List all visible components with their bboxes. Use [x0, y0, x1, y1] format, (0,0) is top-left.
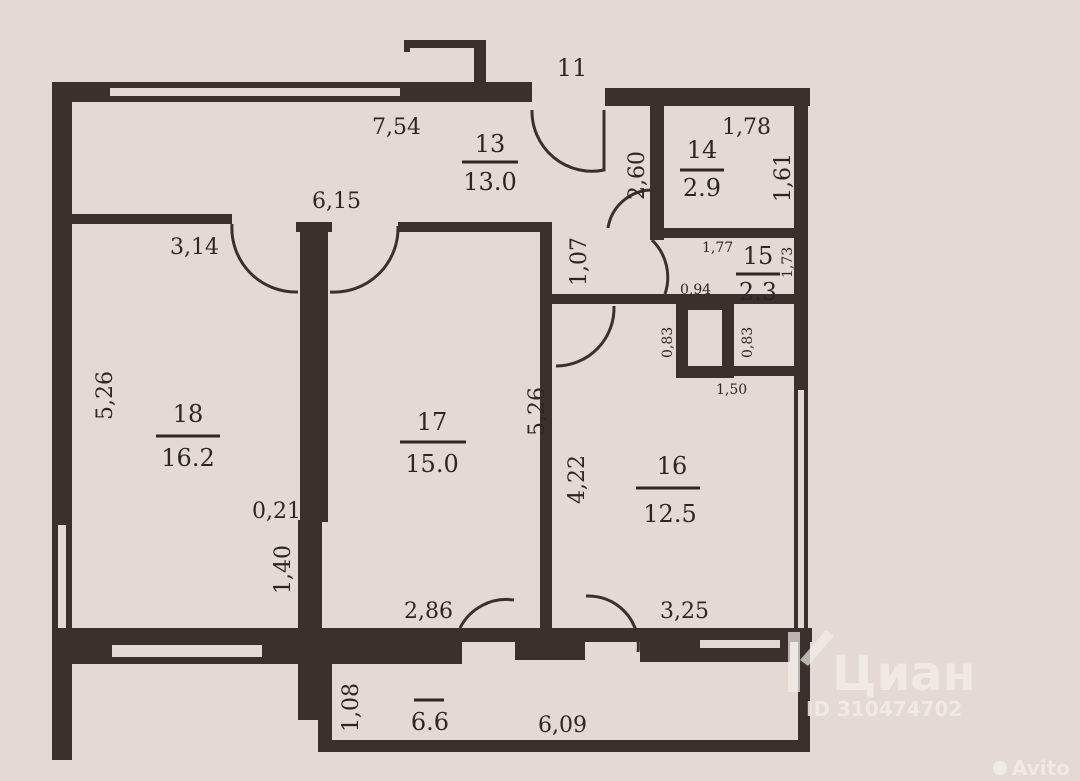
room-15-number: 15: [743, 242, 774, 270]
room-17-area: 15.0: [405, 450, 458, 478]
dimension-labels: 7,54 6,15 3,14 0,21 2,86 3,25 6,09 1,78 …: [93, 115, 796, 738]
wall-top-right: [605, 88, 810, 106]
dim-526-mid: 5,26: [525, 387, 550, 436]
stub-end: [404, 40, 410, 52]
door-balcony-16: [585, 594, 640, 653]
door-balcony-17: [458, 597, 515, 629]
window-right: [798, 390, 804, 630]
unit-number: 11: [557, 54, 588, 82]
dim-140: 1,40: [271, 545, 296, 594]
room-16-number: 16: [657, 452, 688, 480]
room-15-area: 2.3: [739, 278, 777, 306]
dim-286: 2,86: [404, 599, 453, 624]
dim-083-right: 0,83: [740, 327, 756, 358]
dim-177: 1,77: [702, 240, 733, 256]
door-entry: [530, 109, 606, 173]
window-top: [110, 88, 400, 96]
stub-vert: [474, 40, 486, 90]
dim-161: 1,61: [771, 153, 796, 202]
wall-bath-left: [650, 100, 664, 240]
cian-logo-icon: [788, 632, 800, 692]
wall-hall: [548, 294, 614, 304]
dim-150: 1,50: [716, 382, 747, 398]
door-16: [555, 305, 616, 368]
wall-int-17-16: [540, 222, 552, 632]
dim-021: 0,21: [252, 499, 301, 524]
listing-id: ID 310474702: [806, 697, 962, 721]
doors: [230, 109, 670, 653]
wall-int-18-17-lower: [298, 520, 322, 720]
dim-173: 1,73: [780, 247, 796, 278]
door-15: [650, 238, 670, 295]
door-18: [230, 223, 299, 294]
dim-615: 6,15: [312, 189, 361, 214]
room-14-number: 14: [687, 136, 718, 164]
wall-int-3: [398, 222, 548, 232]
wall-shaft-bottom: [676, 366, 796, 376]
door-17: [329, 225, 400, 294]
avito-icon: [993, 761, 1007, 775]
dim-609: 6,09: [538, 713, 587, 738]
room-14-area: 2.9: [683, 174, 721, 202]
wall-left: [52, 82, 72, 652]
room-18-area: 16.2: [161, 444, 214, 472]
dim-314: 3,14: [170, 235, 219, 260]
dim-178: 1,78: [722, 115, 771, 140]
door-14: [606, 188, 651, 229]
wall-bottom-mid: [515, 628, 585, 660]
wall-int-18-17: [300, 222, 328, 522]
room-labels: 13 13.0 14 2.9 15 2.3 16 12.5 17 15.0 18…: [156, 54, 780, 736]
room-16-area: 12.5: [643, 500, 696, 528]
balcony-bottom: [318, 740, 810, 752]
room-13-number: 13: [475, 130, 506, 158]
window-bottom-right: [700, 640, 780, 648]
dim-107: 1,07: [567, 237, 592, 286]
walls: [52, 40, 812, 760]
dim-094: 0,94: [680, 282, 711, 298]
stub-top: [404, 40, 484, 48]
dim-754: 7,54: [372, 115, 421, 140]
room-13-area: 13.0: [463, 168, 516, 196]
room-17-number: 17: [417, 408, 448, 436]
avito-text: Avito: [1012, 756, 1070, 780]
wall-left-lower: [52, 652, 72, 760]
wall-right: [794, 100, 808, 640]
window-left: [58, 525, 66, 635]
shaft-inner: [688, 310, 722, 366]
dim-108: 1,08: [339, 683, 364, 732]
wall-int-1: [72, 214, 232, 224]
wall-bottom: [52, 628, 812, 642]
dim-260: 2,60: [625, 151, 650, 200]
wall-bath-mid: [650, 228, 796, 238]
dim-083-left: 0,83: [660, 327, 676, 358]
cian-logo-text: Циан: [832, 646, 976, 702]
dim-422: 4,22: [565, 455, 590, 504]
dim-325: 3,25: [660, 599, 709, 624]
room-18-number: 18: [173, 400, 204, 428]
window-bottom-lower: [112, 645, 262, 657]
watermarks: Циан ID 310474702 Avito: [788, 630, 1070, 780]
balcony-right: [798, 640, 810, 750]
balcony-area: 6.6: [411, 708, 449, 736]
dim-526-left: 5,26: [93, 371, 118, 420]
cian-logo-mark: [800, 630, 834, 666]
